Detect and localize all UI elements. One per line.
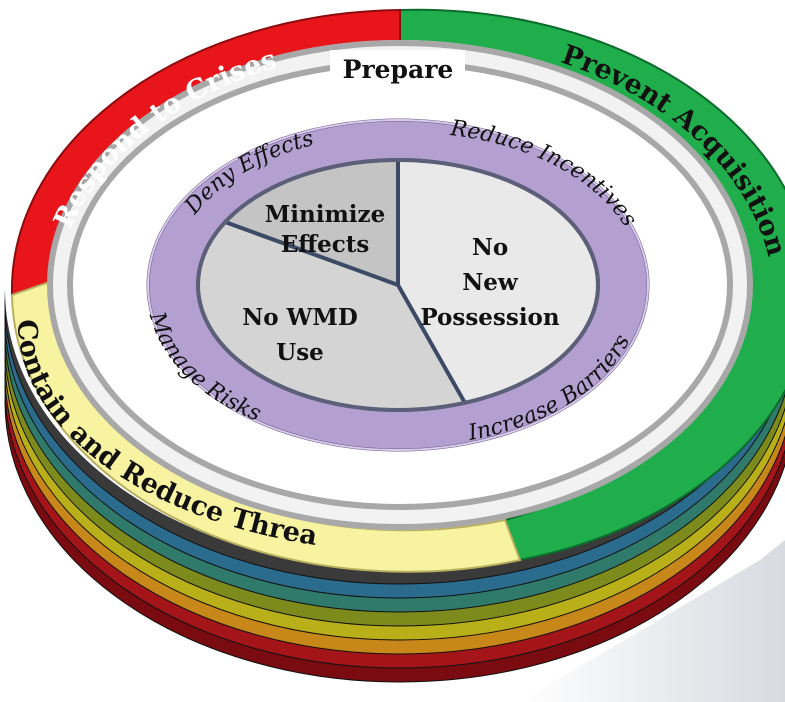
pie-outline (196, 158, 600, 412)
pie-label-minimize: Minimize (265, 201, 385, 228)
pie-divider-3 (224, 220, 399, 287)
prepare-label-bg (330, 50, 465, 88)
prepare-label: Prepare (343, 55, 454, 84)
pie-divider-2 (396, 284, 467, 404)
pie-label-use: Use (276, 339, 324, 366)
purple-ring-edge (147, 119, 649, 451)
pie-label-no-wmd: No WMD (242, 304, 358, 331)
pie-label-new: New (462, 269, 519, 296)
pie-chart (196, 158, 600, 412)
pie-label-no-1: No (472, 234, 508, 261)
pie-slice-no-wmd-use (197, 222, 466, 411)
pie-slice-no-new-possession (398, 159, 600, 403)
pie-label-effects: Effects (281, 231, 370, 258)
pie-label-possession: Possession (420, 304, 560, 331)
background-fade (520, 540, 785, 702)
